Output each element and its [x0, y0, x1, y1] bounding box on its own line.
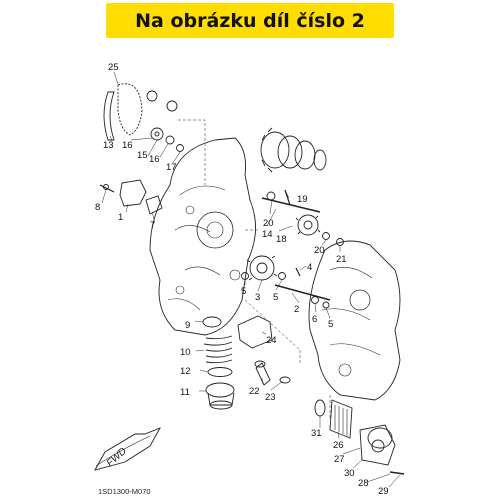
- callout: 13: [103, 140, 114, 151]
- camshaft-gear-assembly: [260, 127, 327, 173]
- tensioner-body: [119, 179, 147, 207]
- callout: 22: [249, 386, 260, 397]
- callout: 25: [108, 62, 119, 73]
- callout: 6: [312, 314, 317, 325]
- callout: 16: [149, 154, 160, 165]
- callout: 27: [334, 454, 345, 465]
- callout: 12: [180, 366, 191, 377]
- callout: 7: [150, 220, 155, 231]
- timing-chain: [117, 83, 143, 136]
- callout: 9: [185, 320, 190, 331]
- callout: 1: [118, 212, 123, 223]
- callout: 23: [265, 392, 276, 403]
- callout: 18: [276, 234, 287, 245]
- callout: 31: [311, 428, 322, 439]
- spring: [203, 335, 233, 364]
- callout: 20: [263, 218, 274, 229]
- chain-guide: [103, 91, 115, 141]
- callout: 8: [95, 202, 100, 213]
- page-title: Na obrázku díl číslo 2: [135, 9, 365, 32]
- filter-cover: [359, 424, 396, 466]
- callout: 2: [294, 304, 299, 315]
- callout: 11: [180, 387, 190, 398]
- callout: 15: [137, 150, 148, 161]
- fwd-arrow: [94, 427, 162, 471]
- callout: 28: [358, 478, 369, 489]
- callout: 20: [314, 245, 325, 256]
- callout: 29: [378, 486, 389, 497]
- callout: 3: [255, 292, 260, 303]
- callout: 24: [266, 335, 277, 346]
- callout: 4: [307, 262, 312, 273]
- oil-filter: [329, 399, 353, 439]
- callout: 17: [166, 162, 177, 173]
- callout: 30: [344, 468, 355, 479]
- callout: 19: [297, 194, 308, 205]
- oil-strainer: [237, 315, 273, 349]
- callout: 5: [328, 319, 333, 330]
- callout: 26: [333, 440, 344, 451]
- title-banner: Na obrázku díl číslo 2: [106, 3, 394, 38]
- callout: 21: [336, 254, 347, 265]
- callout: 16: [122, 140, 133, 151]
- callout: 10: [180, 347, 191, 358]
- callout: 5: [273, 292, 278, 303]
- callout-labels: 25 13 16 15 16 17 8 1 7 19 20 14 18 20 2…: [95, 62, 389, 497]
- callout: 5: [241, 286, 246, 297]
- diagram-code: 1SD1300-M070: [98, 487, 151, 496]
- callout: 14: [262, 229, 273, 240]
- crankcase-right-outline: [308, 240, 401, 401]
